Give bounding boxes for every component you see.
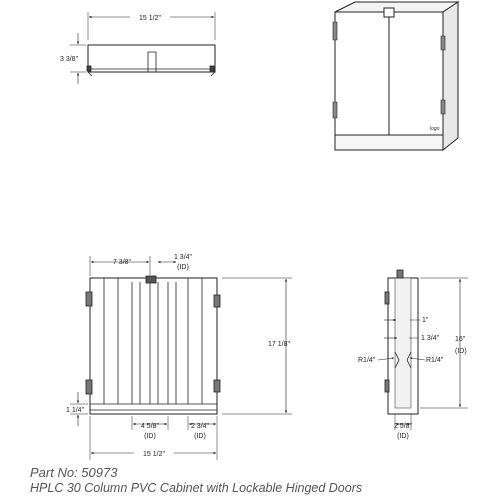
iso-top-face [334, 1, 460, 13]
iso-side-face [442, 1, 459, 152]
top-view-outline [87, 44, 216, 73]
iso-lock [383, 7, 395, 18]
isometric-cabinet-view: logo [332, 1, 460, 152]
end-label: 2 3/4" [191, 423, 210, 430]
col-width-label: 7 3/8" [113, 259, 132, 266]
end-id-label: (ID) [194, 433, 206, 440]
bay-label: 4 5/8" [141, 423, 160, 430]
front-height-label: 17 1/8" [268, 341, 290, 348]
side-height-label: 16" [455, 336, 466, 343]
gap-label: 1 3/4" [421, 335, 440, 342]
product-description: HPLC 30 Column PVC Cabinet with Lockable… [30, 481, 363, 495]
front-view [70, 256, 292, 460]
svg-text:logo: logo [430, 126, 440, 132]
side-height-id-label: (ID) [455, 348, 467, 355]
part-number: Part No: 50973 [30, 465, 118, 480]
side-view [377, 269, 468, 430]
front-width-label: 15 1/2" [143, 451, 165, 458]
top-view [70, 12, 216, 84]
radius-left-label: R1/4" [358, 357, 376, 364]
bay-id-label: (ID) [144, 433, 156, 440]
base-label: 1 1/4" [66, 407, 85, 414]
front-outline [89, 277, 218, 415]
slot-label: 1" [422, 317, 429, 324]
side-depth-label: 2 5/8" [394, 423, 413, 430]
radius-right-label: R1/4" [426, 357, 444, 364]
top-depth-label: 3 3/8" [60, 56, 79, 63]
side-depth-id-label: (ID) [397, 433, 409, 440]
divider-id-label: (ID) [177, 264, 189, 271]
top-width-label: 15 1/2" [139, 15, 161, 22]
divider-label: 1 3/4" [174, 254, 193, 261]
